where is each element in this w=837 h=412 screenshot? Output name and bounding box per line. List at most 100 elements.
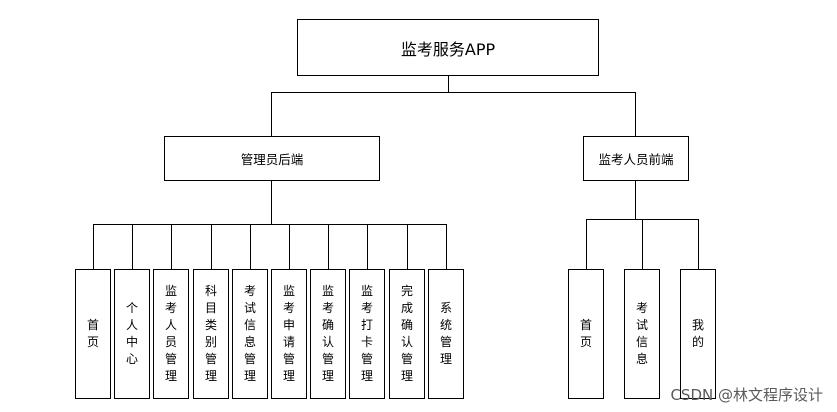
leaf-node-char: 我 — [691, 318, 704, 332]
leaf-node-char: 页 — [579, 335, 592, 349]
leaf-node-char: 监 — [360, 284, 373, 298]
leaf-node-char: 管 — [321, 352, 334, 366]
leaf-node-char: 的 — [691, 335, 704, 349]
leaf-node-char: 考 — [164, 301, 177, 315]
connector-line — [250, 224, 251, 269]
leaf-node-char: 管 — [439, 335, 452, 349]
leaf-node-char: 监 — [321, 284, 334, 298]
leaf-node-char: 首 — [86, 318, 99, 332]
connector-line — [642, 219, 643, 269]
leaf-node: 监考打卡管理 — [349, 269, 385, 399]
leaf-node-char: 打 — [360, 318, 373, 332]
leaf-node-char: 试 — [243, 301, 256, 315]
connector-line — [448, 76, 449, 92]
leaf-node-char: 息 — [635, 352, 648, 366]
leaf-node-char: 目 — [204, 301, 217, 315]
leaf-node-char: 考 — [360, 301, 373, 315]
leaf-node-char: 理 — [360, 369, 373, 383]
leaf-node-char: 认 — [400, 335, 413, 349]
connector-line — [586, 219, 587, 269]
connector-line — [271, 92, 272, 136]
leaf-node: 首页 — [75, 269, 111, 399]
branch-node-label: 监考人员前端 — [598, 152, 674, 167]
connector-line — [328, 224, 329, 269]
connector-line — [698, 219, 699, 269]
root-node: 监考服务APP — [297, 19, 599, 76]
leaf-node-char: 管 — [360, 352, 373, 366]
connector-line — [271, 181, 272, 224]
connector-line — [635, 92, 636, 136]
leaf-node: 科目类别管理 — [193, 269, 229, 399]
leaf-node-char: 首 — [579, 318, 592, 332]
leaf-node-char: 卡 — [360, 335, 373, 349]
leaf-node-char: 理 — [439, 352, 452, 366]
connector-line — [132, 224, 133, 269]
leaf-node: 系统管理 — [428, 269, 464, 399]
root-node-label: 监考服务APP — [400, 39, 496, 59]
leaf-node-char: 理 — [243, 369, 256, 383]
connector-line — [93, 224, 447, 225]
leaf-node-char: 理 — [164, 369, 177, 383]
leaf-node-char: 系 — [439, 301, 452, 315]
leaf-node: 监考人员管理 — [153, 269, 189, 399]
leaf-node-char: 管 — [243, 352, 256, 366]
leaf-node-char: 员 — [164, 335, 177, 349]
watermark: CSDN @林文程序设计 — [670, 386, 823, 404]
connector-line — [211, 224, 212, 269]
leaf-node: 考试信息管理 — [232, 269, 268, 399]
leaf-node-char: 管 — [204, 352, 217, 366]
leaf-node-char: 监 — [164, 284, 177, 298]
leaf-node-char: 信 — [243, 318, 256, 332]
leaf-node-char: 管 — [164, 352, 177, 366]
leaf-node-char: 人 — [164, 318, 177, 332]
leaf-node-char: 请 — [282, 335, 295, 349]
leaf-node-char: 申 — [282, 318, 295, 332]
leaf-node-char: 成 — [400, 301, 413, 315]
connector-line — [93, 224, 94, 269]
connector-line — [367, 224, 368, 269]
connector-line — [271, 92, 636, 93]
connector-line — [446, 224, 447, 269]
leaf-node-char: 中 — [125, 335, 138, 349]
leaf-node-char: 考 — [321, 301, 334, 315]
leaf-node-char: 确 — [400, 318, 413, 332]
connector-line — [407, 224, 408, 269]
leaf-node: 监考确认管理 — [310, 269, 346, 399]
leaf-node-char: 个 — [125, 301, 138, 315]
leaf-node: 监考申请管理 — [271, 269, 307, 399]
branch-node-invigilator: 监考人员前端 — [583, 136, 689, 181]
leaf-node-char: 考 — [635, 301, 648, 315]
branch-node-label: 管理员后端 — [240, 152, 304, 167]
leaf-node-char: 考 — [282, 301, 295, 315]
leaf-node: 我的 — [680, 269, 716, 399]
leaf-node-char: 页 — [86, 335, 99, 349]
leaf-node-char: 理 — [204, 369, 217, 383]
leaf-node-char: 统 — [439, 318, 452, 332]
leaf-node-char: 考 — [243, 284, 256, 298]
leaf-node-char: 别 — [204, 335, 217, 349]
connector-line — [171, 224, 172, 269]
leaf-node-char: 类 — [204, 318, 217, 332]
leaf-node-char: 管 — [282, 352, 295, 366]
leaf-node-char: 人 — [125, 318, 138, 332]
leaf-node-char: 心 — [125, 352, 138, 366]
leaf-node-char: 科 — [204, 284, 217, 298]
leaf-node-char: 信 — [635, 335, 648, 349]
leaf-node-char: 理 — [282, 369, 295, 383]
leaf-node-char: 监 — [282, 284, 295, 298]
leaf-node-char: 认 — [321, 335, 334, 349]
leaf-node-char: 管 — [400, 352, 413, 366]
leaf-node: 个人中心 — [114, 269, 150, 399]
leaf-node: 考试信息 — [624, 269, 660, 399]
leaf-node-char: 理 — [321, 369, 334, 383]
leaf-node-char: 理 — [400, 369, 413, 383]
leaf-node: 完成确认管理 — [389, 269, 425, 399]
leaf-node-char: 完 — [400, 284, 413, 298]
branch-node-admin: 管理员后端 — [164, 136, 380, 181]
leaf-node-char: 试 — [635, 318, 648, 332]
connector-line — [289, 224, 290, 269]
connector-line — [635, 181, 636, 219]
leaf-node: 首页 — [568, 269, 604, 399]
leaf-node-char: 息 — [243, 335, 256, 349]
leaf-node-char: 确 — [321, 318, 334, 332]
